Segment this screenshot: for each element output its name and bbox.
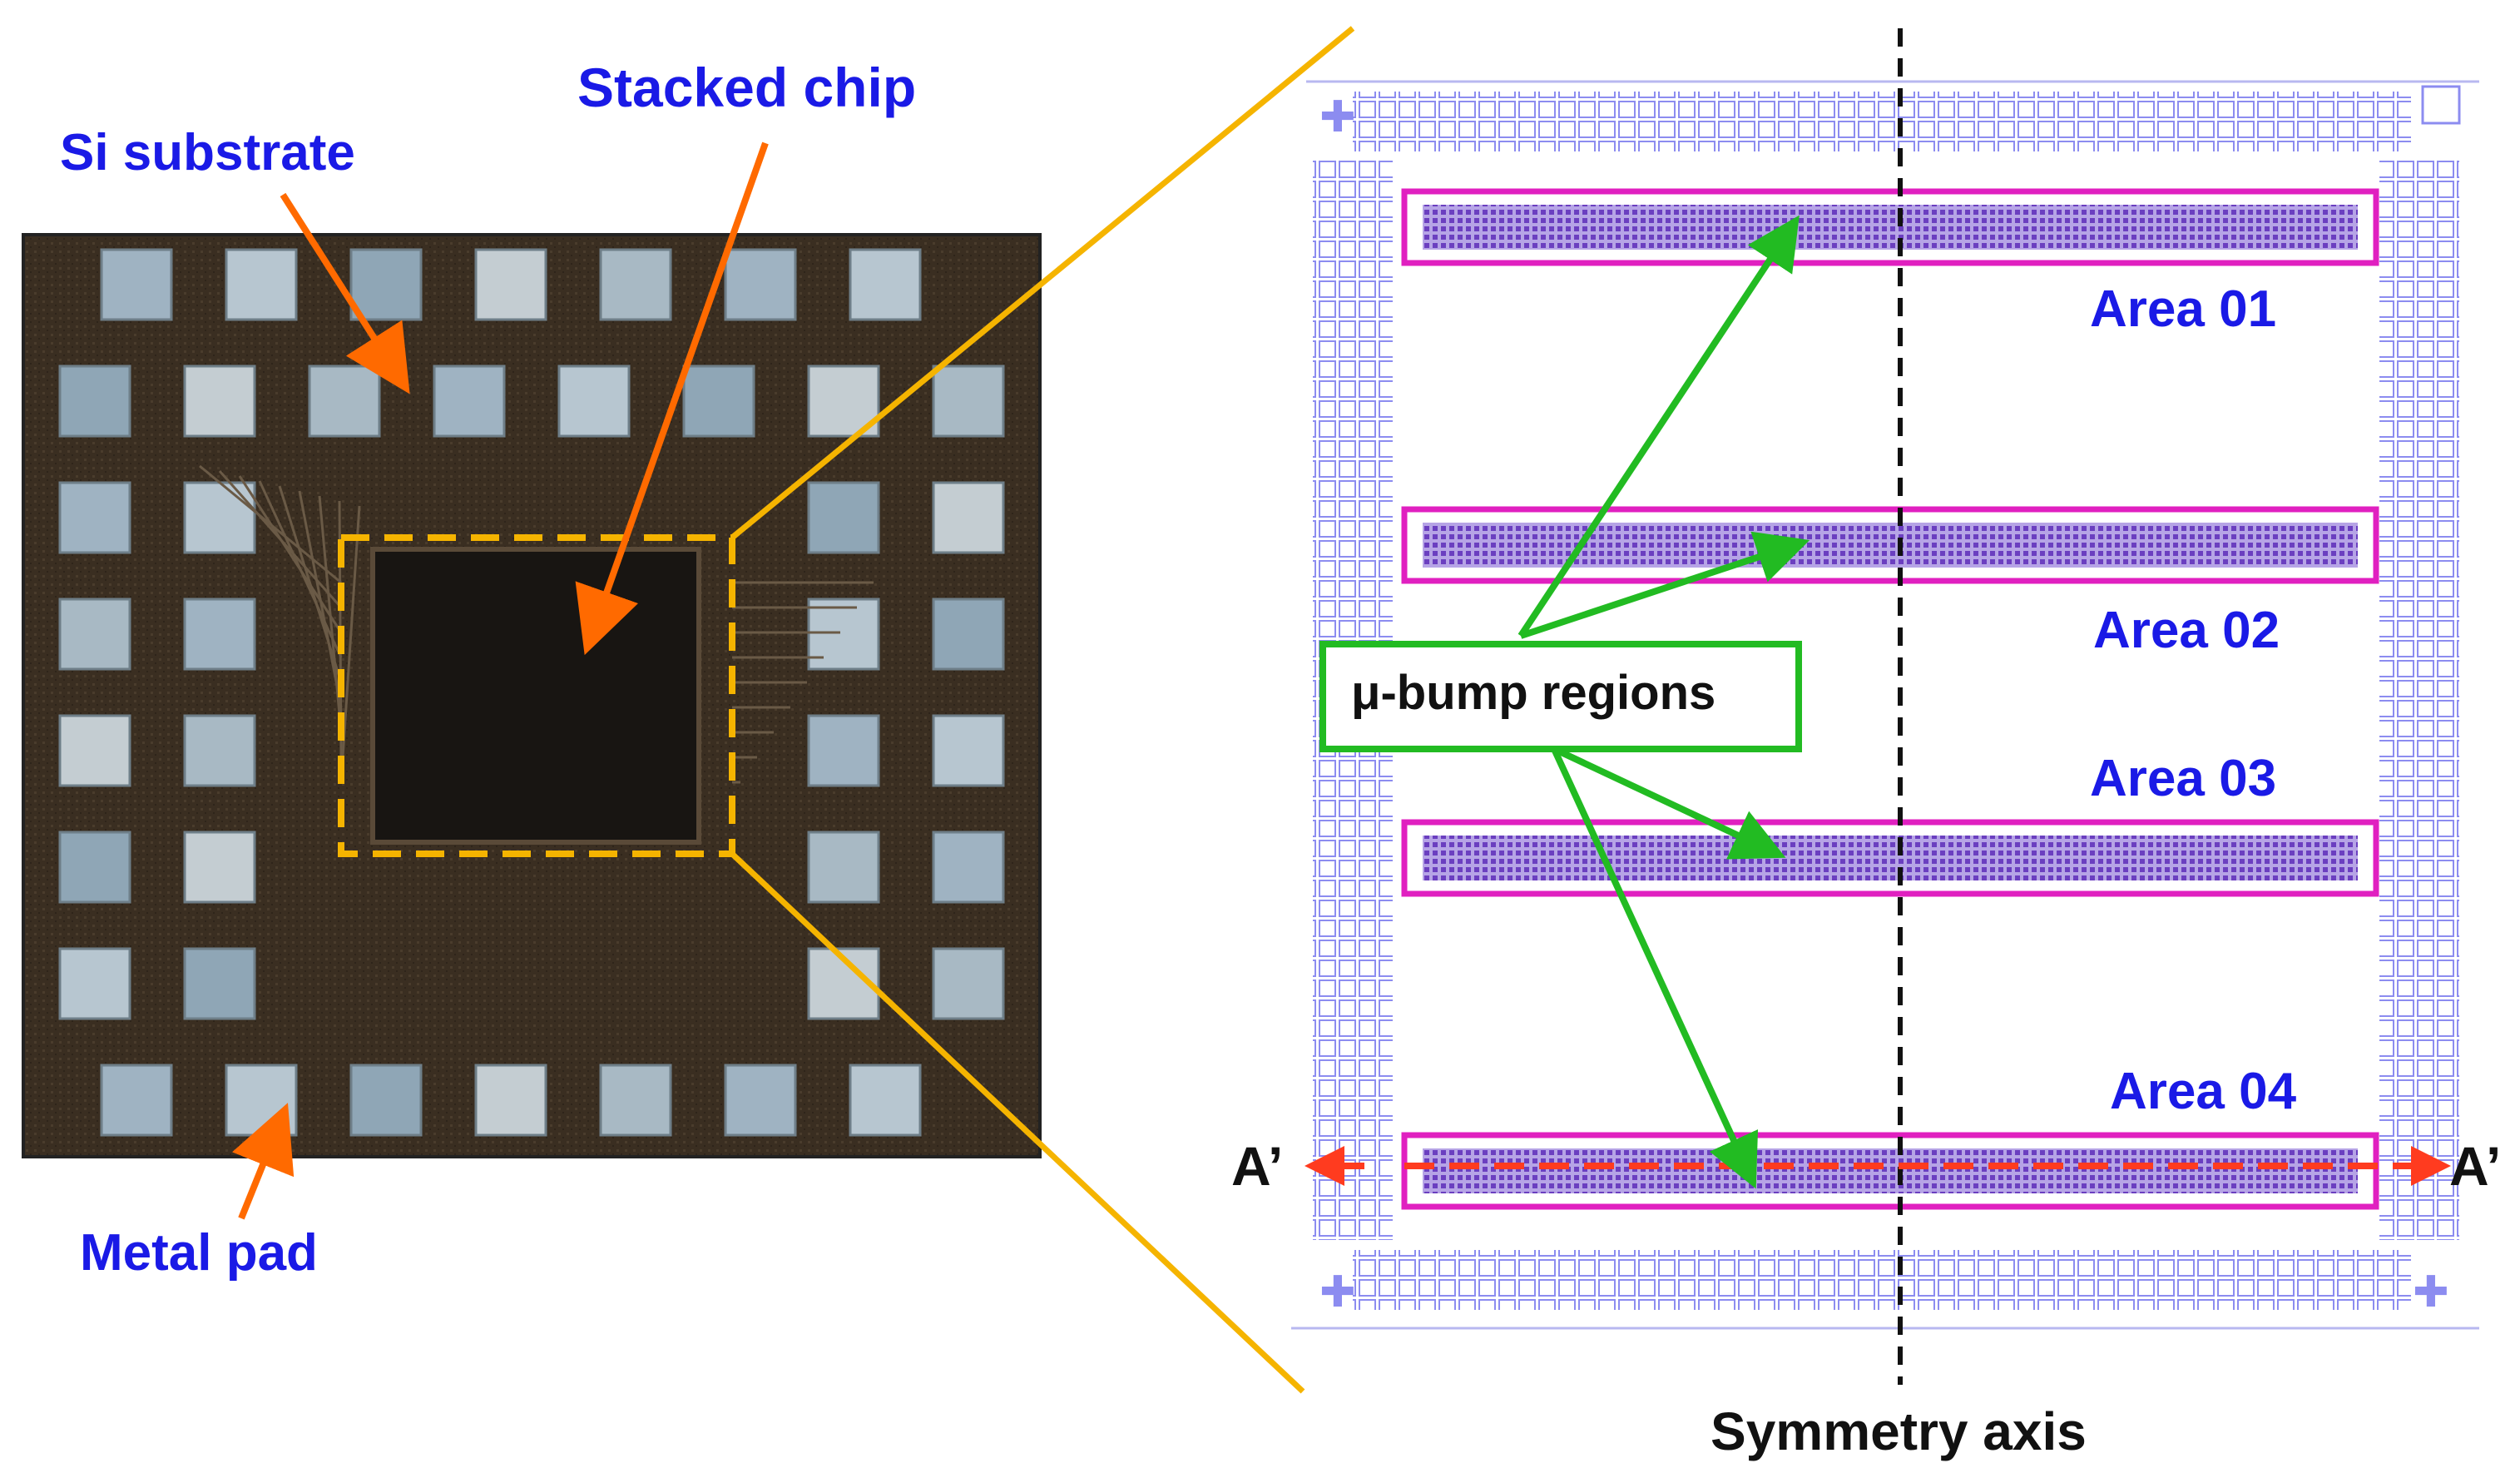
pad-grid-top bbox=[1353, 92, 2411, 151]
zoom-region-box bbox=[338, 534, 735, 857]
layout-drawing: ✚ ✚ ✚ Area 01 Area 02 Area 03 Area 04 A’ A’… bbox=[1231, 28, 2501, 1461]
metal-pad bbox=[849, 248, 922, 321]
callout-arrow-1 bbox=[1517, 215, 1800, 638]
callout-arrow-4 bbox=[1551, 747, 1759, 1189]
metal-pad bbox=[308, 365, 381, 438]
metal-pad bbox=[183, 831, 256, 904]
metal-pad bbox=[474, 1064, 547, 1137]
metal-pad bbox=[807, 831, 880, 904]
label-a-right: A’ bbox=[2449, 1135, 2501, 1197]
metal-pad bbox=[349, 248, 423, 321]
metal-pad bbox=[932, 947, 1005, 1020]
metal-pad bbox=[724, 1064, 797, 1137]
bump-region bbox=[1423, 1148, 2358, 1193]
metal-pad bbox=[932, 831, 1005, 904]
area-label: Area 01 bbox=[2090, 280, 2276, 338]
metal-pad bbox=[58, 598, 131, 671]
label-stacked-chip: Stacked chip bbox=[577, 57, 916, 118]
metal-pad bbox=[183, 481, 256, 554]
corner-square bbox=[2421, 85, 2461, 125]
metal-pad bbox=[474, 248, 547, 321]
metal-pad bbox=[58, 947, 131, 1020]
metal-pad bbox=[183, 598, 256, 671]
area-label: Area 04 bbox=[2110, 1063, 2297, 1120]
bump-areas: Area 01 Area 02 Area 03 Area 04 bbox=[1401, 188, 2379, 1210]
trace bbox=[258, 480, 343, 658]
bump-region bbox=[1423, 836, 2358, 880]
trace bbox=[298, 490, 343, 708]
zoom-line-top bbox=[730, 26, 1355, 540]
metal-pad bbox=[183, 947, 256, 1020]
label-a-left: A’ bbox=[1231, 1135, 1283, 1197]
corner-cross-br: ✚ bbox=[2413, 1267, 2449, 1317]
label-symmetry-axis: Symmetry axis bbox=[1711, 1401, 2087, 1461]
metal-pad bbox=[807, 714, 880, 787]
chip-photo bbox=[22, 233, 1042, 1158]
routing-traces bbox=[199, 464, 874, 784]
metal-pad bbox=[183, 365, 256, 438]
metal-pad bbox=[100, 1064, 173, 1137]
metal-pad bbox=[58, 714, 131, 787]
callout-arrow-3 bbox=[1552, 746, 1786, 860]
bump-region bbox=[1423, 523, 2358, 568]
pad-grid-right bbox=[2379, 158, 2459, 1240]
metal-pad bbox=[58, 365, 131, 438]
metal-pad bbox=[932, 481, 1005, 554]
metal-pad bbox=[599, 248, 672, 321]
metal-pad bbox=[349, 1064, 423, 1137]
metal-pad bbox=[599, 1064, 672, 1137]
metal-pad bbox=[100, 248, 173, 321]
area-label: Area 03 bbox=[2090, 750, 2276, 807]
area-label: Area 02 bbox=[2093, 602, 2280, 659]
label-metal-pad: Metal pad bbox=[80, 1224, 318, 1282]
pad-grid-bottom bbox=[1353, 1250, 2411, 1310]
metal-pad bbox=[932, 365, 1005, 438]
metal-pad bbox=[58, 831, 131, 904]
metal-pad bbox=[225, 1064, 298, 1137]
metal-pad bbox=[557, 365, 631, 438]
metal-pad bbox=[807, 481, 880, 554]
zoom-line-bottom bbox=[730, 851, 1305, 1394]
stacked-chip bbox=[370, 547, 701, 845]
trace bbox=[238, 475, 343, 633]
label-si-substrate: Si substrate bbox=[60, 124, 355, 181]
metal-pad bbox=[433, 365, 506, 438]
bump-regions-callout: μ-bump regions bbox=[1319, 215, 1810, 1189]
metal-pad bbox=[58, 481, 131, 554]
metal-pad bbox=[724, 248, 797, 321]
corner-cross-tl: ✚ bbox=[1319, 92, 1356, 142]
callout-arrow-2 bbox=[1519, 531, 1810, 639]
metal-pad bbox=[849, 1064, 922, 1137]
corner-cross-bl: ✚ bbox=[1319, 1267, 1356, 1317]
metal-pad bbox=[932, 598, 1005, 671]
arrow-metal-pad bbox=[231, 1103, 295, 1220]
label-bump-regions: μ-bump regions bbox=[1351, 666, 1715, 720]
metal-pad bbox=[932, 714, 1005, 787]
arrow-stacked-chip bbox=[575, 141, 769, 656]
metal-pad bbox=[225, 248, 298, 321]
trace bbox=[318, 495, 343, 733]
bump-region bbox=[1423, 205, 2358, 250]
callout-box bbox=[1319, 641, 1802, 752]
metal-pad bbox=[183, 714, 256, 787]
arrow-si-substrate bbox=[280, 192, 410, 394]
metal-pad bbox=[682, 365, 755, 438]
